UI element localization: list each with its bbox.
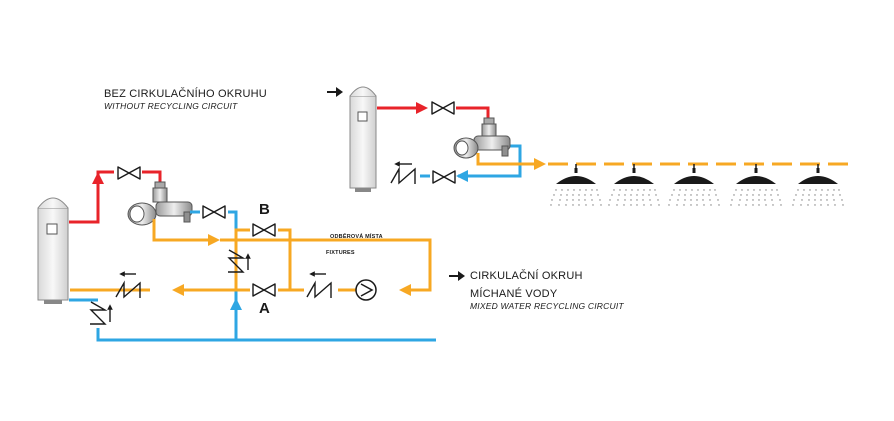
circulation-title-2: MÍCHANÉ VODY xyxy=(470,288,558,300)
no-circulation-subtitle: WITHOUT RECYCLING CIRCUIT xyxy=(104,101,238,111)
water-heater-icon xyxy=(349,86,377,192)
cold-pipe-mixer-2 xyxy=(228,210,238,340)
circulation-title-1: CIRKULAČNÍ OKRUH xyxy=(470,270,583,282)
valve-a-label: A xyxy=(259,300,270,317)
circulation-pump-icon xyxy=(355,279,377,301)
check-valve-icon xyxy=(89,301,108,325)
draw-points-label: ODBĚROVÁ MÍSTA xyxy=(330,234,383,240)
mixed-pipe-top xyxy=(476,153,546,170)
hot-pipe-bottom xyxy=(69,172,104,224)
shower-head-icon xyxy=(792,168,844,206)
mixed-pipe-bypass-b xyxy=(234,228,292,240)
circulation-subtitle: MIXED WATER RECYCLING CIRCUIT xyxy=(470,301,624,311)
shower-head-icon xyxy=(730,168,782,206)
check-valve-icon xyxy=(115,280,141,299)
mixed-pipe-bottom xyxy=(152,219,220,246)
check-valve-icon xyxy=(390,166,416,185)
mixed-pipe-bottom-2 xyxy=(220,238,432,296)
valve-a-icon xyxy=(252,283,276,297)
no-circulation-title: BEZ CIRKULAČNÍHO OKRUHU xyxy=(104,88,267,100)
system-with-recycling xyxy=(37,166,465,342)
shower-head-icon xyxy=(668,168,720,206)
gate-valve-icon xyxy=(117,166,141,180)
shower-head-icon xyxy=(550,168,602,206)
gate-valve-icon xyxy=(431,101,455,115)
cold-main xyxy=(96,328,436,342)
hot-pipe-bottom-3 xyxy=(142,170,162,186)
gate-valve-icon xyxy=(202,205,226,219)
shower-head-icon xyxy=(608,168,660,206)
gate-valve-icon xyxy=(432,170,456,184)
check-valve-icon xyxy=(227,249,246,273)
fixtures-label: FIXTURES xyxy=(326,250,355,256)
thermostatic-mixer-icon xyxy=(127,181,193,226)
arrow-right-icon xyxy=(449,271,465,281)
water-heater-icon xyxy=(37,197,69,304)
system-without-recycling xyxy=(327,86,848,206)
valve-b-icon xyxy=(252,223,276,237)
arrow-right-icon xyxy=(327,87,343,97)
thermostatic-mixer-icon xyxy=(453,117,511,159)
check-valve-icon xyxy=(306,280,332,299)
hot-pipe-bottom-2 xyxy=(96,170,114,184)
valve-b-label: B xyxy=(259,201,270,218)
hot-pipe-top-2 xyxy=(456,106,490,124)
